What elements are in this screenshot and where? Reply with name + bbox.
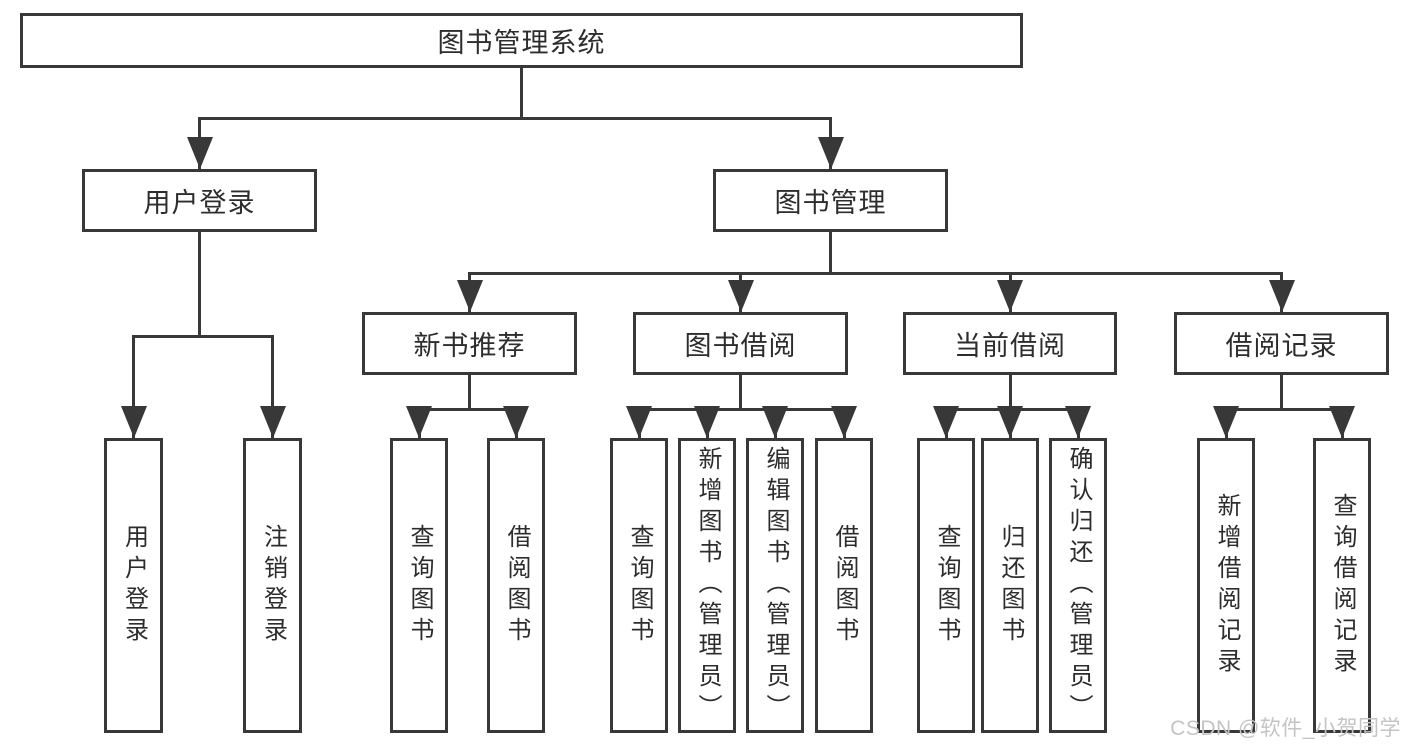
arrow-down-icon <box>1329 406 1355 438</box>
leaf-query-borrow-record: 查询借阅记录 <box>1313 438 1371 733</box>
arrow-down-icon <box>186 137 213 169</box>
csdn-watermark: CSDN @软件_小贺同学 <box>1170 717 1401 740</box>
connector-line <box>417 408 518 411</box>
leaf-edit-book-admin: 编辑图书（管理员） <box>746 438 804 733</box>
connector-line <box>132 335 274 338</box>
arrow-down-icon <box>694 406 720 438</box>
connector-line <box>468 272 1283 275</box>
arrow-down-icon <box>503 406 529 438</box>
connector-line <box>1224 408 1344 411</box>
connector-line <box>739 375 742 408</box>
leaf-add-borrow-record: 新增借阅记录 <box>1197 438 1255 733</box>
leaf-query-books-recommend: 查询图书 <box>390 438 448 733</box>
arrow-down-icon <box>727 280 754 312</box>
arrow-down-icon <box>456 280 483 312</box>
arrow-down-icon <box>933 406 959 438</box>
leaf-user-login: 用户登录 <box>104 438 163 733</box>
leaf-return-book: 归还图书 <box>981 438 1039 733</box>
arrow-down-icon <box>831 406 857 438</box>
connector-line <box>1280 375 1283 408</box>
arrow-down-icon <box>406 406 432 438</box>
connector-line <box>271 335 274 438</box>
arrow-down-icon <box>1065 406 1091 438</box>
node-user-login: 用户登录 <box>82 169 317 232</box>
connector-line <box>637 408 846 411</box>
connector-line <box>198 232 201 335</box>
connector-line <box>829 232 832 272</box>
node-book-management: 图书管理 <box>713 169 948 232</box>
leaf-borrow-books-recommend: 借阅图书 <box>487 438 545 733</box>
connector-line <box>520 68 523 117</box>
leaf-query-books-current: 查询图书 <box>917 438 975 733</box>
node-current-borrowing: 当前借阅 <box>903 312 1117 375</box>
arrow-down-icon <box>1268 280 1295 312</box>
arrow-down-icon <box>1213 406 1239 438</box>
arrow-down-icon <box>626 406 652 438</box>
connector-line <box>132 335 135 438</box>
connector-line <box>1008 375 1012 408</box>
node-library-system: 图书管理系统 <box>20 13 1023 68</box>
arrow-down-icon <box>120 406 147 438</box>
leaf-confirm-return-admin: 确认归还（管理员） <box>1049 438 1107 733</box>
arrow-down-icon <box>817 137 844 169</box>
leaf-add-book-admin: 新增图书（管理员） <box>678 438 736 733</box>
leaf-logout: 注销登录 <box>243 438 302 733</box>
leaf-borrow-books: 借阅图书 <box>815 438 873 733</box>
node-book-borrowing: 图书借阅 <box>633 312 848 375</box>
connector-line <box>468 375 471 408</box>
arrow-down-icon <box>997 406 1023 438</box>
node-borrowing-records: 借阅记录 <box>1174 312 1389 375</box>
arrow-down-icon <box>762 406 788 438</box>
arrow-down-icon <box>259 406 286 438</box>
connector-line <box>198 117 832 120</box>
node-new-book-recommendation: 新书推荐 <box>362 312 577 375</box>
arrow-down-icon <box>997 280 1023 312</box>
leaf-query-books-borrow: 查询图书 <box>610 438 668 733</box>
